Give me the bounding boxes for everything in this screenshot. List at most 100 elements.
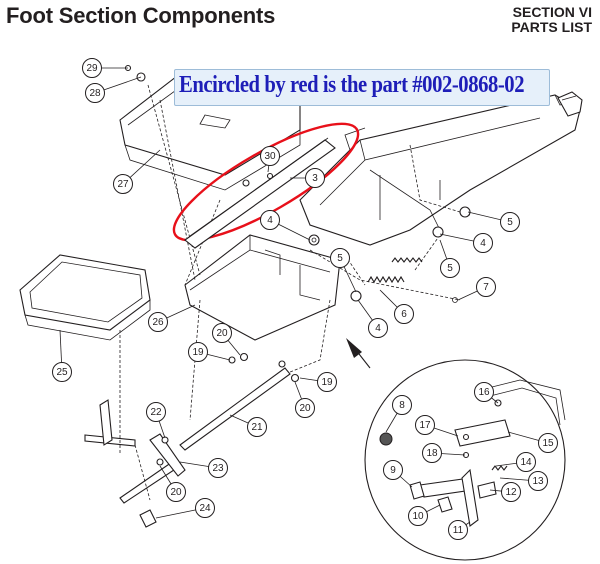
callout-number: 4 (375, 323, 381, 334)
callout-20: 20 (212, 323, 241, 356)
callout-circle (317, 372, 337, 392)
callout-number: 17 (419, 420, 431, 431)
callout-circle (422, 443, 442, 463)
callout-circle (408, 506, 428, 526)
callout-circle (415, 415, 435, 435)
callout-number: 12 (505, 487, 517, 498)
callout-circle (330, 248, 350, 268)
callout-circle (500, 212, 520, 232)
callout-circle (305, 168, 325, 188)
callout-number: 25 (56, 367, 68, 378)
section-label: SECTION VI (512, 4, 592, 20)
callout-number: 10 (412, 511, 424, 522)
callout-circle (440, 258, 460, 278)
callout-number: 11 (453, 525, 464, 536)
callout-number: 5 (447, 263, 453, 274)
detail-view (346, 338, 566, 561)
section-header: SECTION VI PARTS LIST (511, 5, 592, 35)
callout-9: 9 (383, 460, 413, 488)
callout-number: 3 (312, 173, 318, 184)
callout-10: 10 (408, 504, 441, 526)
annotation-text: Encircled by red is the part #002-0868-0… (179, 72, 525, 98)
callout-number: 26 (152, 317, 164, 328)
callout-circle (195, 498, 215, 518)
callout-circle (501, 482, 521, 502)
callout-number: 6 (401, 309, 407, 320)
callout-circle (260, 146, 280, 166)
callout-25: 25 (52, 329, 72, 382)
callout-5: 5 (467, 211, 520, 232)
parts-list-label: PARTS LIST (511, 19, 592, 35)
callout-circle (448, 520, 468, 540)
callout-15: 15 (507, 431, 558, 453)
callout-circle (52, 362, 72, 382)
callout-circle (474, 382, 494, 402)
callout-number: 20 (170, 487, 182, 498)
foot-frame (299, 91, 583, 246)
callout-number: 5 (337, 253, 343, 264)
rods (84, 367, 291, 528)
callout-number: 29 (86, 63, 98, 74)
callout-circle (476, 277, 496, 297)
callout-7: 7 (457, 277, 496, 301)
callout-number: 28 (89, 88, 101, 99)
callout-12: 12 (489, 482, 521, 502)
callout-19: 19 (299, 372, 337, 392)
callout-circle (392, 395, 412, 415)
callout-24: 24 (155, 498, 215, 519)
callout-circle (538, 433, 558, 453)
callout-4: 4 (260, 210, 311, 241)
callout-circle (166, 482, 186, 502)
page-title: Foot Section Components (6, 3, 276, 28)
callout-number: 15 (542, 438, 554, 449)
callout-number: 24 (199, 503, 211, 514)
callout-8: 8 (385, 395, 412, 433)
foot-pad (19, 254, 151, 341)
highlight-ellipse (172, 122, 360, 242)
callout-circle (473, 233, 493, 253)
callout-4: 4 (357, 299, 388, 338)
callout-number: 5 (507, 217, 513, 228)
callout-number: 22 (150, 407, 162, 418)
callout-17: 17 (415, 415, 459, 437)
callout-number: 19 (321, 377, 333, 388)
callout-6: 6 (379, 289, 414, 324)
callout-21: 21 (229, 414, 267, 437)
callout-circle (212, 323, 232, 343)
callout-4: 4 (439, 233, 493, 253)
callout-30: 30 (260, 146, 280, 173)
callout-circle (528, 471, 548, 491)
callout-circle (85, 83, 105, 103)
springs (367, 257, 423, 284)
callout-circle (260, 210, 280, 230)
callout-number: 21 (251, 422, 263, 433)
callout-27: 27 (113, 149, 161, 194)
callout-number: 4 (480, 238, 486, 249)
annotation-banner: Encircled by red is the part #002-0868-0… (174, 69, 550, 106)
lower-bracket (184, 234, 341, 341)
callout-16: 16 (474, 382, 499, 404)
callout-circle (394, 304, 414, 324)
callout-number: 9 (390, 465, 396, 476)
callout-number: 20 (216, 328, 228, 339)
highlighted-part (184, 137, 336, 249)
callout-number: 18 (426, 448, 438, 459)
callout-circle (516, 452, 536, 472)
callout-number: 13 (532, 476, 544, 487)
callout-circle (247, 417, 267, 437)
callout-23: 23 (179, 458, 228, 478)
callout-5: 5 (330, 248, 357, 293)
callout-circle (295, 398, 315, 418)
callout-circle (113, 174, 133, 194)
callout-number: 30 (264, 151, 276, 162)
callout-number: 8 (399, 400, 405, 411)
callout-18: 18 (422, 443, 466, 463)
callout-circle (146, 402, 166, 422)
callout-28: 28 (85, 76, 142, 103)
callout-circle (368, 318, 388, 338)
callout-circle (188, 342, 208, 362)
callout-20: 20 (159, 465, 186, 502)
